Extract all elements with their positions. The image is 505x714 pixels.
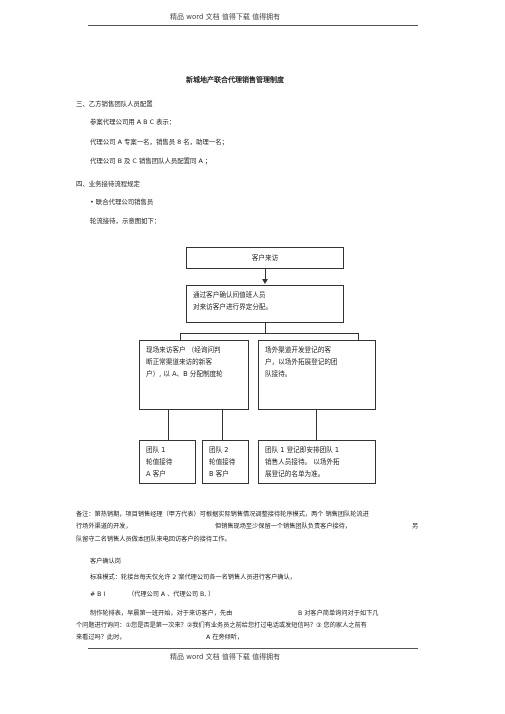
note-line: 行场外渠道的开发，: [76, 523, 132, 530]
standard-mode-line: 标准模式：轮接台每天仅允许 2 案代理公司各一名销售人员进行客户确认，: [90, 574, 296, 581]
note-line: 队留守二名销售人员做本团队来电回访客户的接待工作。: [76, 536, 231, 543]
flow-connector: [168, 410, 169, 440]
paragraph-line: A 在旁倾听，: [206, 634, 244, 641]
page-header: 精品 word 文档 值得下载 值得拥有: [170, 13, 281, 21]
section-4-bullet: • 联合代理公司销售员: [90, 198, 154, 206]
flow-connector: [265, 323, 266, 333]
confirm-post-heading: 客户确认岗: [90, 558, 121, 565]
section-4-rotation: 轮流接待，示意图如下：: [90, 217, 161, 225]
flow-connector: [222, 410, 223, 440]
flow-connector: [358, 333, 359, 341]
note-line: 另: [412, 523, 419, 530]
mode-b-prefix: # B I: [90, 591, 106, 598]
flow-connector: [180, 333, 181, 341]
mode-b-line: （代理公司 A 、代理公司 B, ）: [128, 591, 215, 598]
section-4-heading: 四、业务接待流程规定: [76, 180, 140, 188]
flow-box-confirm: 通过客户确认间值班人员 对来访客户进行界定分配。: [186, 285, 344, 323]
flow-team3-line: 团队 1 登记即安排团队 1: [265, 446, 340, 454]
flow-team3-line: 销售人员接待。 以场外拓: [265, 458, 340, 466]
flow-team1-line: A 客户: [146, 470, 166, 478]
footer-rule: [88, 648, 418, 649]
flow-onsite-line: 户）, 以 A、B 分配制度轮: [146, 370, 223, 378]
section-3-line-1: 参案代理公司用 A B C 表示：: [90, 118, 176, 126]
flow-team3-line: 展登记的名单为准。: [265, 470, 325, 478]
note-line: 但销售现场至少保留一个销售团队负责客户接待，: [215, 523, 352, 530]
paragraph-line: 个问题进行询问：①您是否是第一次来？②我们有业务员之前给您打过电话或发短信吗？③…: [76, 622, 367, 629]
flow-offsite-line: 队接待。: [265, 370, 292, 378]
flow-offsite-line: 场外渠道开发登记的客: [265, 346, 331, 354]
flow-team2-line: 团队 2: [209, 446, 229, 454]
flow-box-team-2: 团队 2 轮值接待 B 客户: [202, 440, 249, 484]
flow-team2-line: B 客户: [209, 470, 229, 478]
section-3-line-2: 代理公司 A 专案一名，销售员 8 名，助理一名；: [90, 138, 228, 146]
flow-connector: [265, 269, 266, 281]
paragraph-line: 制作轮排表，早晨第一班开始，对于来访客户，先由: [90, 610, 233, 617]
flow-box-team-1: 团队 1 轮值接待 A 客户: [139, 440, 196, 484]
section-3-heading: 三、乙方销售团队人员配置: [76, 100, 153, 108]
flow-box-visitor: 客户来访: [186, 247, 344, 269]
flow-confirm-line: 通过客户确认间值班人员: [193, 291, 266, 299]
flow-team2-line: 轮值接待: [209, 458, 236, 466]
note-line: 备注：第热销期，项目销售经理（甲方代表）可根据实际销售情况调整接待轮序模式，两个…: [76, 511, 369, 518]
section-3-line-3: 代理公司 B 及 C 销售团队人员配置同 A ；: [90, 157, 212, 165]
flow-team1-line: 团队 1: [146, 446, 166, 454]
flow-box-onsite: 现场来访客户 （经询问判 断正常渠道来访的新客 户）, 以 A、B 分配制度轮: [139, 340, 249, 410]
flow-team1-line: 轮值接待: [146, 458, 173, 466]
header-rule: [88, 25, 418, 26]
flow-confirm-line: 对来访客户进行界定分配。: [193, 303, 273, 311]
flow-offsite-line: 户，以场外拓展登记的团: [265, 358, 338, 366]
flow-connector: [316, 410, 317, 440]
paragraph-line: 来看过吗？此时，: [76, 634, 126, 641]
arrow-down-icon: [262, 279, 268, 284]
flow-connector: [180, 333, 358, 334]
flow-onsite-line: 现场来访客户 （经询问判: [146, 346, 221, 354]
flow-visitor-label: 客户来访: [251, 254, 279, 262]
paragraph-line: B 对客户简单询问对于如下几: [298, 610, 379, 617]
page-footer: 精品 word 文档 值得下载 值得拥有: [170, 653, 281, 661]
flow-onsite-line: 断正常渠道来访的新客: [146, 358, 212, 366]
flow-box-offsite: 场外渠道开发登记的客 户，以场外拓展登记的团 队接待。: [258, 340, 376, 410]
flow-box-team-offsite: 团队 1 登记即安排团队 1 销售人员接待。 以场外拓 展登记的名单为准。: [258, 440, 376, 484]
document-title: 新城地产联合代理销售管理制度: [186, 76, 284, 84]
